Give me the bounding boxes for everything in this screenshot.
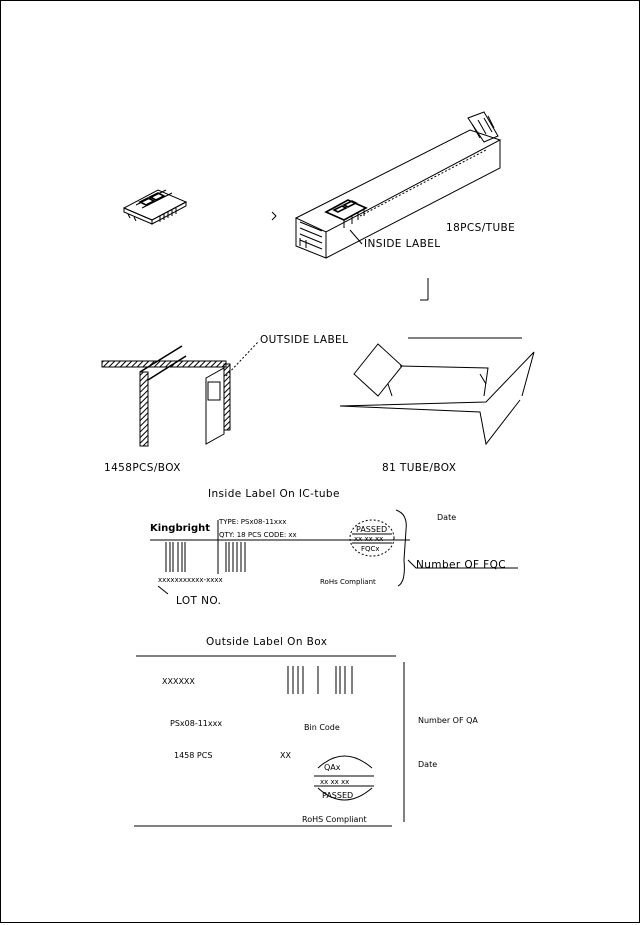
outside-date-label: Date (418, 760, 437, 769)
qa-passed-stamp: QAx xx xx xx PASSED (314, 755, 374, 801)
bin-code-label: Bin Code (304, 723, 340, 732)
inside-label-callout: INSIDE LABEL (364, 238, 441, 250)
outside-label-callout: OUTSIDE LABEL (260, 334, 348, 346)
inside-date-label: Date (437, 513, 456, 522)
outside-part-number: PSx08-11xxx (170, 719, 222, 728)
lot-number-label: LOT NO. (176, 595, 221, 607)
svg-text:xx xx xx: xx xx xx (354, 535, 383, 543)
tubes-per-box-label: 81 TUBE/BOX (382, 462, 456, 474)
inside-rohs-label: RoHs Compliant (320, 578, 376, 586)
svg-text:QAx: QAx (324, 763, 341, 772)
fqc-number-label: Number OF FQC (416, 559, 506, 571)
svg-text:xx xx xx: xx xx xx (320, 778, 349, 786)
flow-arrow-icon (420, 278, 429, 301)
svg-text:PASSED: PASSED (356, 525, 387, 534)
inside-label-title: Inside Label On IC-tube (208, 488, 340, 500)
barcode-icon (165, 542, 246, 572)
outside-qty: 1458 PCS (174, 751, 212, 760)
barcode-icon (287, 666, 353, 694)
outside-rohs-label: RoHS Compliant (302, 815, 367, 824)
bin-code-value: XX (280, 751, 291, 760)
barcode-text: xxxxxxxxxxx-xxxx (158, 576, 223, 584)
qa-number-label: Number OF QA (418, 716, 478, 725)
svg-text:FQCx: FQCx (361, 545, 380, 553)
inside-label-section: Inside Label On IC-tube Kingbright TYPE:… (150, 488, 518, 607)
svg-text:PASSED: PASSED (322, 791, 353, 800)
outside-code: XXXXXX (162, 677, 195, 686)
qty-code-line: QTY: 18 PCS CODE: xx (219, 531, 297, 539)
outside-label-section: Outside Label On Box XXXXXX PSx08-11xxx … (134, 636, 478, 827)
tube-qty-label: 18PCS/TUBE (446, 222, 515, 234)
open-carton-illustration: 81 TUBE/BOX (339, 337, 535, 474)
fqc-passed-stamp: PASSED xx xx xx FQCx (349, 519, 395, 557)
box-with-tubes-illustration: OUTSIDE LABEL 1458PCS/BOX (101, 334, 348, 474)
display-component-illustration (122, 189, 188, 225)
outside-label-title: Outside Label On Box (206, 636, 327, 648)
brand-name: Kingbright (150, 523, 210, 534)
box-qty-label: 1458PCS/BOX (104, 462, 181, 474)
type-line: TYPE: PSx08-11xxx (218, 518, 286, 526)
ic-tube-illustration: INSIDE LABEL 18PCS/TUBE (271, 111, 515, 259)
